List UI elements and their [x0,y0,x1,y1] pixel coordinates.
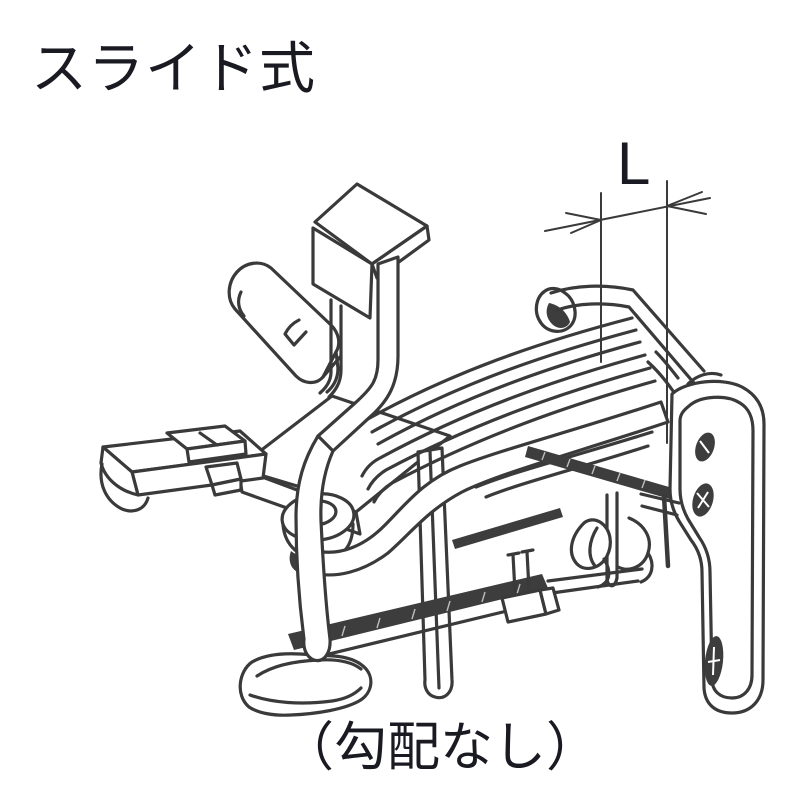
caption-label: （勾配なし） [281,718,599,777]
dimension-annotation: L [544,130,711,444]
dimension-line [544,197,711,232]
plate-hole-top [695,432,715,462]
dimension-label: L [617,130,650,197]
hook-head-box [311,182,431,399]
wing-foot [238,652,373,717]
hook-strap [294,255,400,663]
dimension-arrow-left [565,212,602,234]
plate-hole-bottom [704,636,724,686]
title-label: スライド式 [31,37,316,100]
serrated-rail-upper [452,446,676,549]
serrated-rail-lower [288,491,644,663]
mounting-plate [639,350,766,715]
plate-hole-middle [692,483,714,517]
spring-hooks [569,516,654,589]
base-claw [99,424,268,513]
dimension-arrow-right [666,191,707,215]
